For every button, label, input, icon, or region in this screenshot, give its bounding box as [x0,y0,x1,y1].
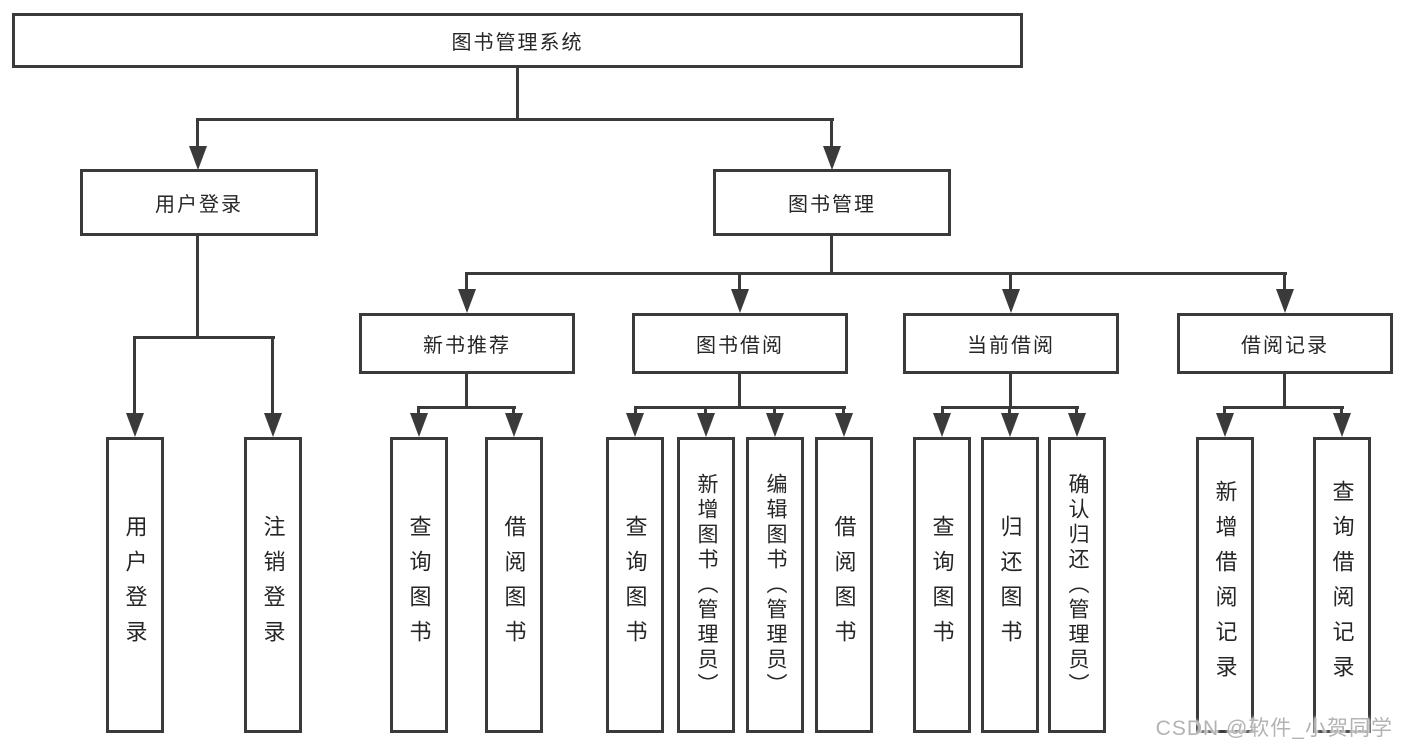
connector-line [512,406,515,416]
leaf-edit-book-admin-label: 编辑图书（管理员） [764,472,788,698]
leaf-add-book-admin: 新增图书（管理员） [677,437,735,733]
connector-line [465,272,468,292]
node-root: 图书管理系统 [12,13,1023,68]
connector-line [196,118,834,121]
leaf-add-borrow-record-label: 新增借阅记录 [1212,480,1238,690]
arrowhead-down [766,413,784,437]
connector-line [417,406,516,409]
leaf-edit-book-admin: 编辑图书（管理员） [746,437,804,733]
leaf-logout-login-label: 注销登录 [260,515,286,655]
node-current-borrow: 当前借阅 [903,313,1119,374]
connector-line [941,406,944,416]
leaf-query-book: 查询图书 [913,437,971,733]
leaf-borrow-book: 借阅图书 [815,437,873,733]
node-book-management-label: 图书管理 [788,194,876,216]
connector-line [830,118,833,148]
connector-line [516,68,519,120]
connector-line [830,236,833,274]
leaf-add-book-admin-label: 新增图书（管理员） [695,472,719,698]
node-book-management: 图书管理 [713,169,951,236]
arrowhead-down [458,289,476,313]
leaf-add-borrow-record: 新增借阅记录 [1196,437,1254,733]
leaf-query-book-label: 查询图书 [406,515,432,655]
connector-line [133,336,275,339]
connector-line [1283,272,1286,292]
arrowhead-down [1068,413,1086,437]
connector-line [1009,374,1012,408]
node-current-borrow-label: 当前借阅 [967,335,1055,357]
arrowhead-down [626,413,644,437]
arrowhead-down [1216,413,1234,437]
leaf-return-book: 归还图书 [981,437,1039,733]
arrowhead-down [1002,289,1020,313]
connector-line [1009,272,1012,292]
connector-line [738,374,741,408]
leaf-borrow-book-label: 借阅图书 [501,515,527,655]
arrowhead-down [505,413,523,437]
arrowhead-down [933,413,951,437]
leaf-query-book: 查询图书 [390,437,448,733]
leaf-logout-login: 注销登录 [244,437,302,733]
connector-line [196,236,199,338]
connector-line [1223,406,1344,409]
node-borrow-record-label: 借阅记录 [1241,335,1329,357]
node-user-login: 用户登录 [80,169,318,236]
connector-line [1340,406,1343,416]
leaf-query-book: 查询图书 [606,437,664,733]
connector-line [1283,374,1286,408]
arrowhead-down [697,413,715,437]
leaf-query-borrow-record-label: 查询借阅记录 [1329,480,1355,690]
connector-line [634,406,637,416]
arrowhead-down [1333,413,1351,437]
node-new-book-recommend: 新书推荐 [359,313,575,374]
arrowhead-down [126,413,144,437]
connector-line [271,336,274,415]
arrowhead-down [1276,289,1294,313]
node-book-borrow: 图书借阅 [632,313,848,374]
connector-line [1075,406,1078,416]
leaf-confirm-return-admin-label: 确认归还（管理员） [1066,472,1090,698]
connector-line [1008,406,1011,416]
leaf-user-login: 用户登录 [106,437,164,733]
node-new-book-recommend-label: 新书推荐 [423,335,511,357]
connector-line [842,406,845,416]
leaf-query-book-label: 查询图书 [622,515,648,655]
arrowhead-down [1001,413,1019,437]
node-borrow-record: 借阅记录 [1177,313,1393,374]
node-root-label: 图书管理系统 [451,32,584,54]
arrowhead-down [835,413,853,437]
connector-line [773,406,776,416]
connector-line [465,374,468,408]
connector-line [196,118,199,148]
arrowhead-down [189,146,207,170]
connector-line [417,406,420,416]
connector-line [1223,406,1226,416]
connector-line [738,272,741,292]
connector-line [704,406,707,416]
arrowhead-down [410,413,428,437]
node-book-borrow-label: 图书借阅 [696,335,784,357]
watermark: CSDN @软件_小贺同学 [1155,717,1393,740]
connector-line [133,336,136,415]
leaf-query-borrow-record: 查询借阅记录 [1313,437,1371,733]
arrowhead-down [731,289,749,313]
leaf-borrow-book-label: 借阅图书 [831,515,857,655]
leaf-confirm-return-admin: 确认归还（管理员） [1048,437,1106,733]
leaf-return-book-label: 归还图书 [997,515,1023,655]
leaf-borrow-book: 借阅图书 [485,437,543,733]
arrowhead-down [823,146,841,170]
node-user-login-label: 用户登录 [155,194,243,216]
leaf-query-book-label: 查询图书 [929,515,955,655]
leaf-user-login-label: 用户登录 [122,515,148,655]
connector-line [634,406,846,409]
connector-line [465,272,1287,275]
arrowhead-down [264,413,282,437]
